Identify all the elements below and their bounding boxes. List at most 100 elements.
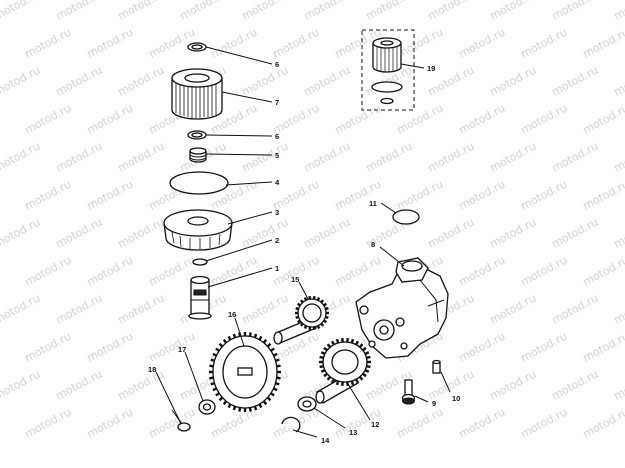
callout-10: 10: [452, 394, 460, 403]
part-10-dowel: [432, 359, 441, 374]
watermark-text: motod.ru: [240, 139, 291, 174]
watermark-text: motod.ru: [302, 63, 353, 98]
watermark-text: motod.ru: [0, 367, 42, 402]
watermark-text: motod.ru: [23, 253, 74, 288]
watermark-text: motod.ru: [54, 367, 105, 402]
watermark-text: motod.ru: [581, 25, 625, 60]
watermark-text: motod.ru: [426, 139, 477, 174]
watermark-text: motod.ru: [0, 215, 42, 250]
watermark-text: motod.ru: [23, 25, 74, 60]
watermark-text: motod.ru: [333, 101, 384, 136]
watermark-text: motod.ru: [0, 0, 42, 23]
callout-13: 13: [349, 428, 357, 437]
watermark-text: motod.ru: [612, 139, 625, 174]
watermark-text: motod.ru: [395, 177, 446, 212]
watermark-text: motod.ru: [23, 101, 74, 136]
part-15-gear-shaft: [273, 296, 329, 345]
gear-tooth: [297, 302, 301, 307]
callout-3: 3: [275, 208, 279, 217]
gear-tooth: [316, 325, 321, 329]
callout-4: 4: [275, 178, 280, 187]
watermark-text: motod.ru: [85, 101, 136, 136]
callout-15: 15: [291, 275, 299, 284]
part-8-pump-housing: [355, 257, 449, 359]
watermark-text: motod.ru: [395, 101, 446, 136]
part-7-filter-element: [171, 68, 223, 120]
part-16-large-gear: [209, 332, 281, 412]
watermark-text: motod.ru: [581, 177, 625, 212]
watermark-text: motod.ru: [550, 291, 601, 326]
part-11-oring: [392, 209, 420, 225]
watermark-text: motod.ru: [116, 215, 167, 250]
watermark-text: motod.ru: [488, 367, 539, 402]
watermark-text: motod.ru: [147, 329, 198, 364]
watermark-text: motod.ru: [488, 215, 539, 250]
part-6-top-oring: [187, 42, 207, 52]
gear-tooth: [299, 322, 304, 327]
gear-tooth: [320, 322, 325, 327]
gear-tooth: [326, 343, 332, 348]
gear-tooth: [320, 299, 325, 304]
watermark-text: motod.ru: [519, 25, 570, 60]
part-14-circlip: [281, 416, 301, 433]
watermark-text: motod.ru: [85, 329, 136, 364]
watermark-text: motod.ru: [116, 63, 167, 98]
callout-5: 5: [275, 151, 279, 160]
gear-tooth: [325, 315, 329, 319]
part-13-washer: [297, 396, 317, 412]
watermark-text: motod.ru: [0, 139, 42, 174]
watermark-text: motod.ru: [612, 0, 625, 23]
part-9-bolt: [401, 379, 416, 405]
callout-8: 8: [371, 240, 375, 249]
part-3-filter-cover: [163, 209, 233, 251]
watermark-text: motod.ru: [457, 329, 508, 364]
gear-tooth: [303, 297, 308, 301]
watermark-text: motod.ru: [85, 405, 136, 440]
watermark-text: motod.ru: [147, 25, 198, 60]
watermark-text: motod.ru: [395, 25, 446, 60]
watermark-text: motod.ru: [426, 0, 477, 23]
watermark-text: motod.ru: [302, 215, 353, 250]
gear-tooth: [299, 299, 304, 304]
watermark-text: motod.ru: [426, 215, 477, 250]
watermark-text: motod.ru: [54, 215, 105, 250]
watermark-text: motod.ru: [240, 0, 291, 23]
watermark-text: motod.ru: [54, 63, 105, 98]
watermark-text: motod.ru: [457, 25, 508, 60]
callout-2: 2: [275, 236, 279, 245]
callout-9: 9: [432, 399, 436, 408]
watermark-text: motod.ru: [178, 0, 229, 23]
callout-7: 7: [275, 98, 279, 107]
gear-tooth: [266, 396, 272, 402]
gear-tooth: [323, 319, 327, 324]
watermark-text: motod.ru: [54, 291, 105, 326]
watermark-text: motod.ru: [612, 367, 625, 402]
watermark-text: motod.ru: [519, 253, 570, 288]
watermark-text: motod.ru: [0, 291, 42, 326]
watermark-text: motod.ru: [23, 405, 74, 440]
watermark-text: motod.ru: [23, 177, 74, 212]
watermark-text: motod.ru: [457, 177, 508, 212]
leader-lines: [155, 46, 451, 438]
watermark-text: motod.ru: [550, 367, 601, 402]
watermark-text: motod.ru: [519, 405, 570, 440]
watermark-text: motod.ru: [550, 139, 601, 174]
watermark-text: motod.ru: [488, 291, 539, 326]
callout-numbers: 6 7 6 5 4 3 2 1 19 11 8 15 16 17 18 9 10…: [148, 60, 460, 445]
watermark-text: motod.ru: [612, 63, 625, 98]
watermark-text: motod.ru: [457, 405, 508, 440]
callout-16: 16: [228, 310, 236, 319]
watermark-text: motod.ru: [240, 215, 291, 250]
gear-tooth: [323, 302, 327, 307]
part-6-lower-oring: [187, 130, 207, 140]
watermark-text: motod.ru: [85, 253, 136, 288]
watermark-text: motod.ru: [333, 253, 384, 288]
gear-tooth: [325, 307, 329, 311]
part-4-gasket: [169, 171, 229, 195]
part-17-washer: [198, 399, 216, 415]
watermark-text: motod.ru: [116, 0, 167, 23]
part-19-inset-filter: [361, 29, 415, 111]
watermark-text: motod.ru: [364, 0, 415, 23]
